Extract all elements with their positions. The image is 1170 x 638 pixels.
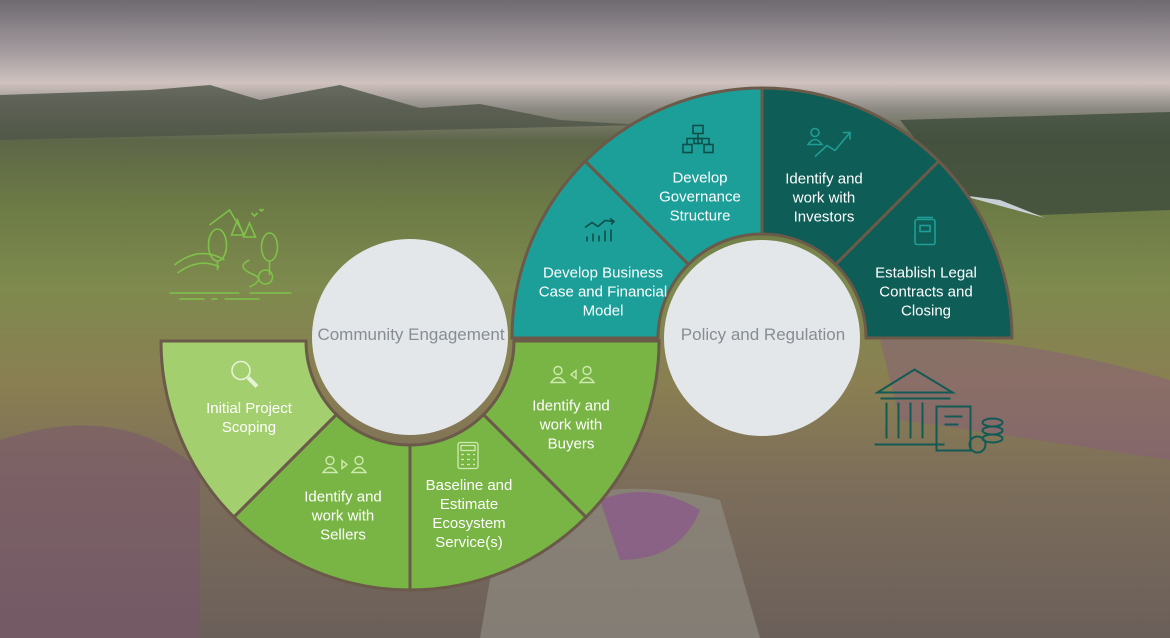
step-label: Develop Governance Structure	[659, 169, 741, 225]
left-segment	[231, 412, 412, 592]
hub-community-engagement: Community Engagement	[317, 325, 505, 344]
org-chart-icon	[682, 124, 714, 160]
right-segment	[510, 159, 691, 340]
step-label: Baseline and Estimate Ecosystem Service(…	[425, 477, 513, 551]
step-label: Establish Legal Contracts and Closing	[875, 264, 977, 320]
magnifier-icon	[229, 359, 261, 396]
step-label: Identify and work with Buyers	[532, 397, 610, 453]
hub-circle-right	[664, 240, 860, 436]
people-exchange-icon	[321, 455, 369, 480]
hub-policy-regulation: Policy and Regulation	[680, 325, 846, 344]
right-segment	[583, 86, 764, 267]
investor-growth-icon	[806, 127, 853, 164]
step-label: Identify and work with Sellers	[304, 488, 382, 544]
calculator-icon	[457, 441, 479, 475]
left-segment	[159, 339, 339, 520]
right-segment	[833, 159, 1014, 340]
people-exchange-icon	[549, 365, 597, 390]
left-segment	[481, 339, 661, 520]
legal-book-icon	[913, 216, 937, 252]
landscape-icon	[169, 205, 295, 305]
step-business-case: Develop Business Case and Financial Mode…	[533, 264, 673, 321]
step-label: Identify and work with Investors	[785, 170, 863, 226]
left-segment	[408, 412, 589, 592]
step-governance: Develop Governance Structure	[645, 169, 755, 226]
step-identify-buyers: Identify and work with Buyers	[516, 397, 626, 454]
hub-circle-left	[312, 239, 508, 435]
step-legal-contracts: Establish Legal Contracts and Closing	[861, 264, 991, 321]
step-identify-sellers: Identify and work with Sellers	[288, 488, 398, 545]
chart-icon	[583, 217, 617, 249]
right-segment	[760, 86, 941, 267]
step-investors: Identify and work with Investors	[769, 170, 879, 227]
step-baseline-estimate: Baseline and Estimate Ecosystem Service(…	[412, 476, 527, 552]
step-initial-project-scoping: Initial Project Scoping	[206, 400, 292, 436]
step-label: Develop Business Case and Financial Mode…	[538, 264, 668, 320]
bank-coins-icon	[873, 365, 1008, 460]
